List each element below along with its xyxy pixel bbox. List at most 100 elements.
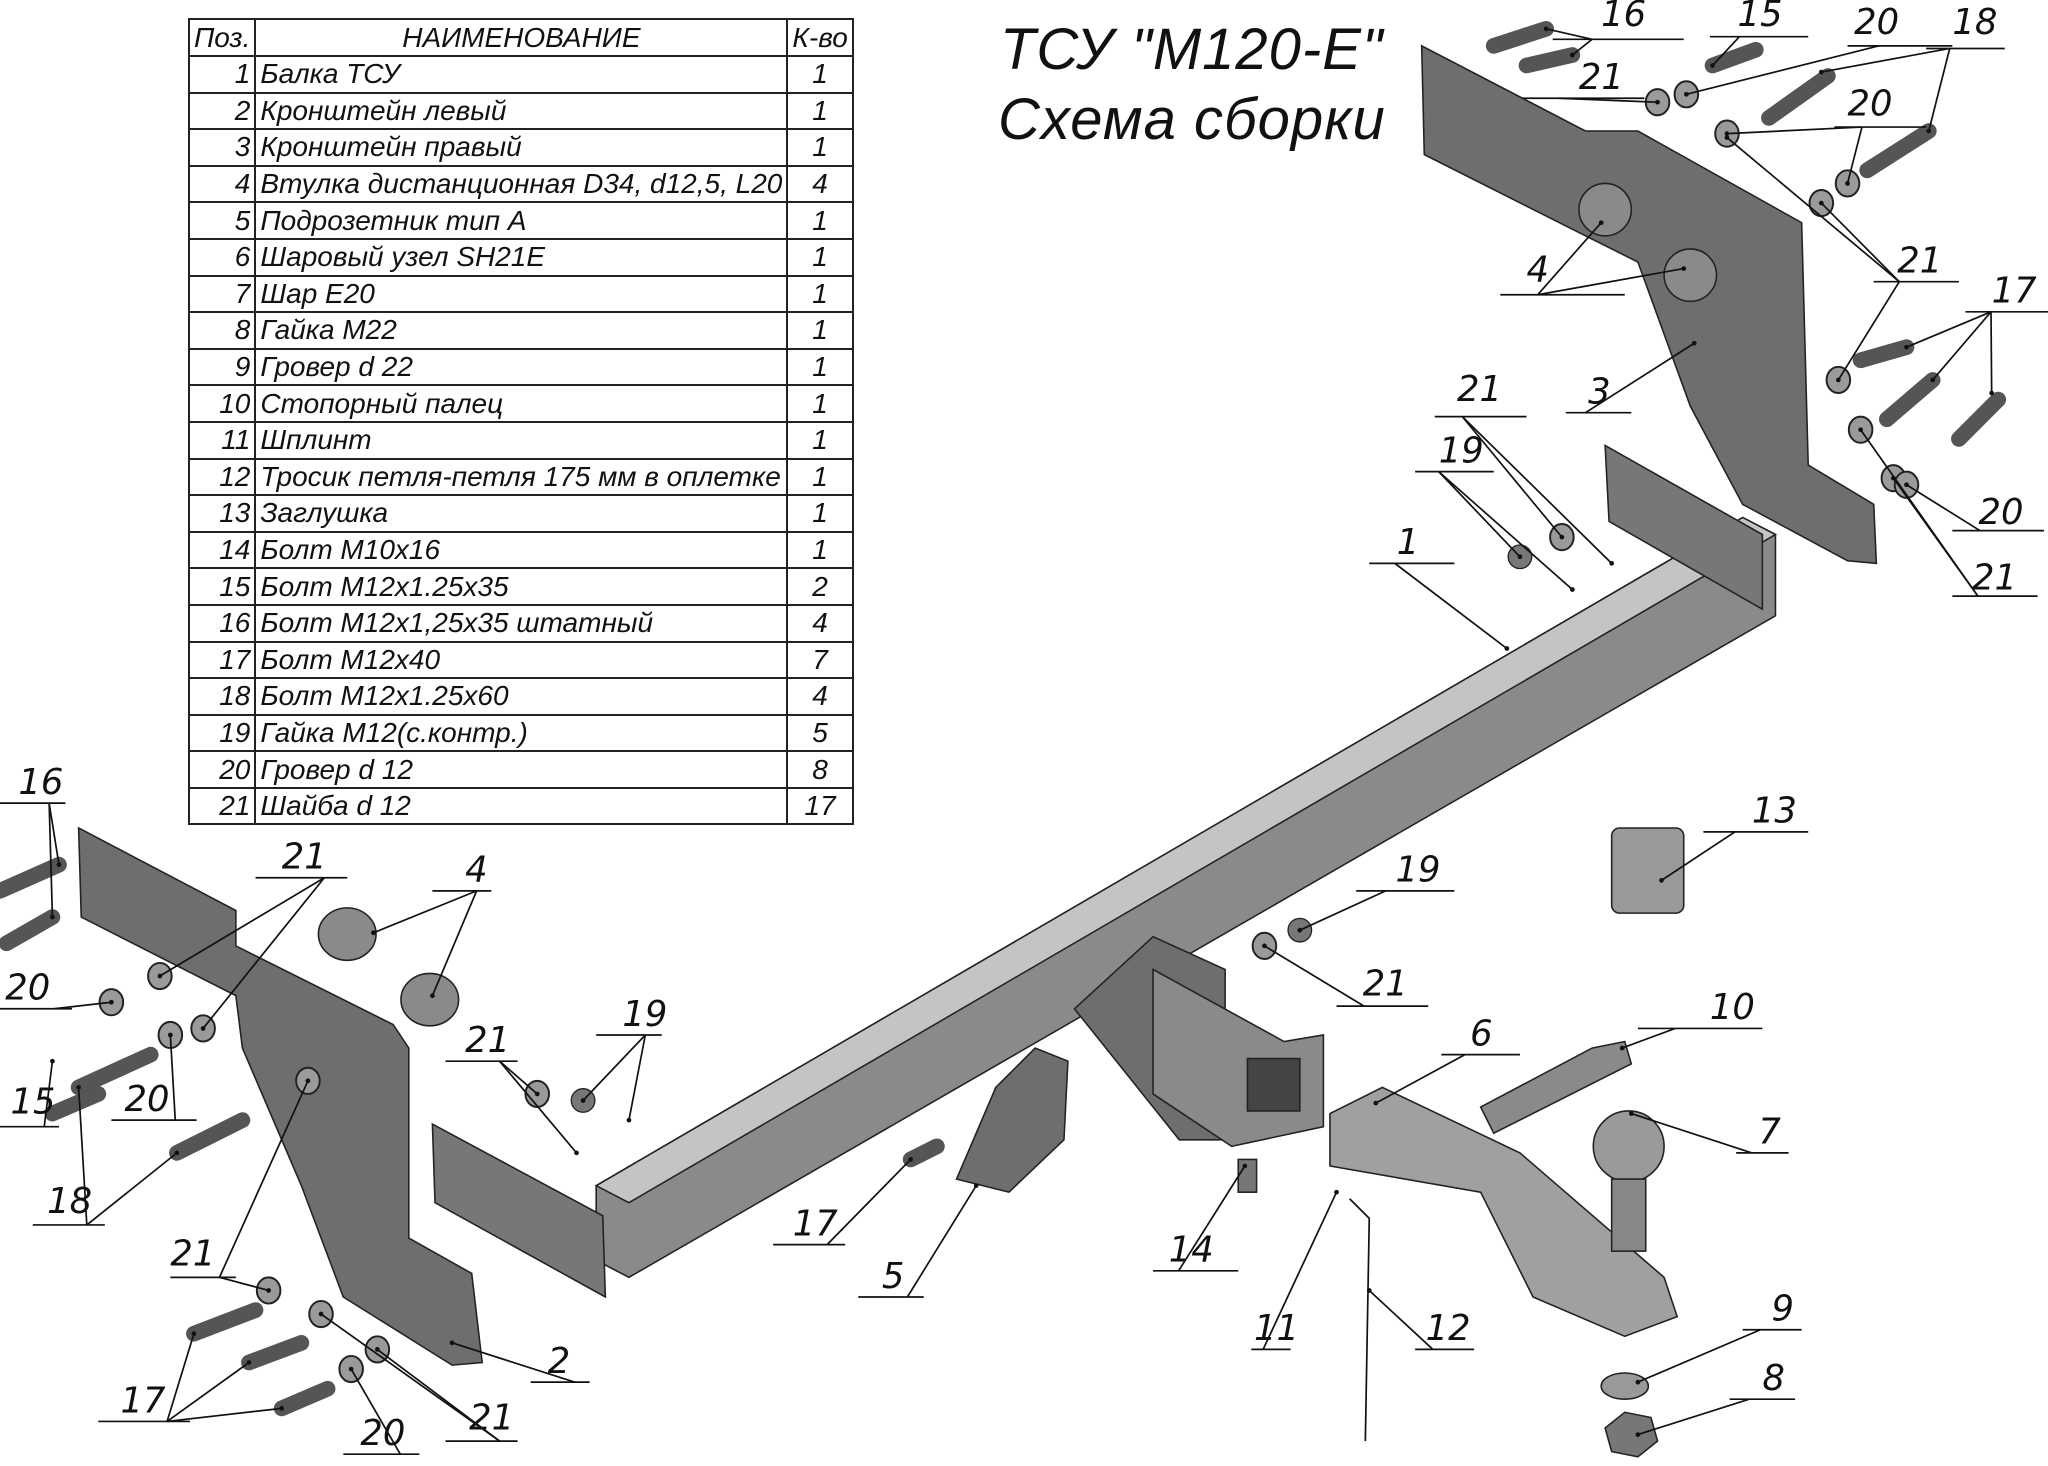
callout-leader xyxy=(1438,471,1521,558)
cell-qty: 1 xyxy=(786,274,854,314)
callout-leader xyxy=(1631,1112,1753,1154)
cell-name: Болт М10х16 xyxy=(254,530,789,570)
cell-qty: 8 xyxy=(786,750,854,789)
callout-dot xyxy=(430,993,435,999)
callout-number: 21 xyxy=(282,837,327,878)
bolt xyxy=(0,909,61,952)
cell-pos: 2 xyxy=(187,91,257,131)
cell-name: Подрозетник тип А xyxy=(254,201,789,240)
cell-qty: 1 xyxy=(786,55,854,94)
callout-dot xyxy=(1926,128,1932,134)
callout-leader xyxy=(1545,27,1593,41)
callout: 21 xyxy=(1522,57,1660,105)
callout-leader xyxy=(77,1087,88,1225)
callout-leader xyxy=(1537,267,1684,296)
part-washer-22 xyxy=(1600,1372,1650,1400)
cell-qty: 5 xyxy=(786,713,854,753)
callout: 21 xyxy=(1262,943,1429,1008)
callout-leader xyxy=(1177,1165,1246,1272)
callout: 1 xyxy=(1369,522,1510,651)
cell-name: Гайка М22 xyxy=(254,311,789,350)
callout-number: 21 xyxy=(1363,964,1408,1005)
cell-qty: 1 xyxy=(786,530,854,570)
callout: 4 xyxy=(371,850,492,999)
callout-leader xyxy=(53,1001,112,1010)
callout-leader xyxy=(1726,136,1900,283)
cell-qty: 4 xyxy=(786,603,854,643)
callout-dot xyxy=(1904,344,1909,350)
callout: 21 xyxy=(445,1020,579,1156)
bolt xyxy=(1878,372,1941,428)
callout-dot xyxy=(348,1366,354,1372)
callout-leader xyxy=(1559,97,1658,104)
callout-leader xyxy=(582,1034,646,1102)
part-ball-shank xyxy=(1610,1178,1647,1252)
callout-leader xyxy=(1820,202,1900,283)
callout-leader xyxy=(1394,562,1508,650)
callout-dot xyxy=(1517,554,1523,560)
callout-leader xyxy=(320,1313,501,1442)
callout-leader xyxy=(1711,36,1741,67)
cell-name: Болт М12х1.25х60 xyxy=(254,677,789,716)
cell-qty: 1 xyxy=(786,494,854,533)
callout-number: 18 xyxy=(47,1181,92,1222)
callout-leader xyxy=(219,1276,269,1292)
header-name: НАИМЕНОВАНИЕ xyxy=(254,18,789,57)
callout-number: 20 xyxy=(1848,83,1893,124)
callout-dot xyxy=(626,1117,632,1123)
callout-number: 17 xyxy=(121,1380,167,1421)
callout: 8 xyxy=(1635,1358,1796,1437)
callout-number: 21 xyxy=(1457,369,1502,410)
callout-number: 19 xyxy=(622,994,667,1035)
bolt xyxy=(1704,41,1764,74)
callout-dot xyxy=(1683,91,1689,97)
callout-leader xyxy=(86,1152,178,1226)
callout-dot xyxy=(375,1347,380,1352)
cell-qty: 1 xyxy=(786,128,854,167)
callout-leader xyxy=(1438,470,1573,591)
cell-name: Стопорный палец xyxy=(254,384,789,423)
callout-dot xyxy=(1297,927,1303,933)
callout-number: 21 xyxy=(1579,57,1624,98)
callout-number: 16 xyxy=(18,762,63,803)
callout-leader xyxy=(1263,945,1365,1007)
callout: 3 xyxy=(1565,340,1697,414)
callout-leader xyxy=(1846,126,1863,184)
part-ball-mount xyxy=(1329,1086,1679,1338)
callout-leader xyxy=(202,877,325,1029)
callout: 11 xyxy=(1251,1189,1339,1351)
callout-leader xyxy=(43,1061,54,1127)
part-bracket-right xyxy=(1420,44,1878,565)
callout: 20 xyxy=(111,1032,197,1121)
callout-leader xyxy=(373,890,477,934)
callout-leader xyxy=(451,1342,576,1383)
callout: 20 xyxy=(1904,482,2045,533)
callout-number: 18 xyxy=(1952,2,1997,43)
callout-dot xyxy=(1835,377,1841,383)
callout-dot xyxy=(318,1311,324,1317)
bolt xyxy=(1761,68,1836,126)
cell-pos: 19 xyxy=(187,713,257,753)
part-bolt-m10 xyxy=(1237,1158,1258,1193)
callout-dot xyxy=(56,862,62,868)
callout-leader xyxy=(498,1060,578,1154)
part-nut-22 xyxy=(1604,1411,1659,1458)
callout-number: 19 xyxy=(1439,430,1484,471)
callout-number: 19 xyxy=(1395,850,1440,891)
cell-pos: 18 xyxy=(187,677,257,716)
callout-number: 21 xyxy=(465,1020,510,1061)
bolt xyxy=(44,1086,107,1122)
cell-name: Втулка дистанционная D34, d12,5, L20 xyxy=(254,164,789,204)
callout-dot xyxy=(973,1183,979,1188)
callout-dot xyxy=(1710,63,1715,68)
callout-dot xyxy=(1724,135,1730,140)
callout-dot xyxy=(1818,200,1824,206)
